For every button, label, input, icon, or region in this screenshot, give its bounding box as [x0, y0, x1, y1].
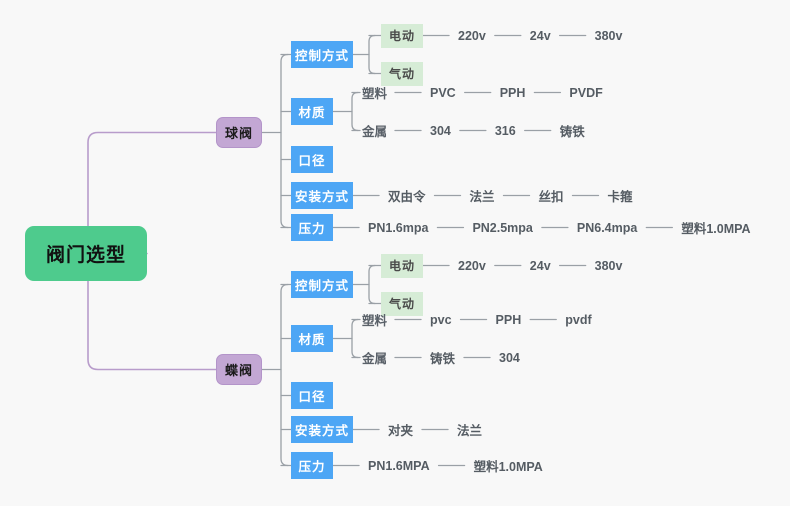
- material-node-1-2[interactable]: 金属: [362, 125, 388, 139]
- material-node-2-1[interactable]: 塑料: [362, 314, 388, 328]
- tag-node-2-1-1-label: 电动: [388, 259, 415, 273]
- leaf-2-5-1[interactable]: PN1.6MPA: [368, 458, 430, 473]
- leaf-2-1-1-3[interactable]: 380v: [594, 258, 623, 273]
- tag-node-1-1-1[interactable]: 电动: [381, 23, 423, 48]
- valve-node-1-label: 球阀: [224, 126, 253, 141]
- leaf-2-5-2[interactable]: 塑料1.0MPA: [473, 460, 543, 474]
- valve-node-2[interactable]: 蝶阀: [216, 354, 262, 385]
- leaf-1-5-2[interactable]: PN2.5mpa: [472, 220, 533, 235]
- leaf-1-2-2-2[interactable]: 316: [494, 123, 516, 138]
- category-node-2-4[interactable]: 安装方式: [291, 416, 353, 443]
- tag-node-2-1-2[interactable]: 气动: [381, 291, 423, 316]
- category-node-1-1[interactable]: 控制方式: [291, 41, 353, 68]
- leaf-1-1-1-2[interactable]: 24v: [529, 28, 551, 43]
- category-node-1-1-label: 控制方式: [294, 49, 349, 63]
- valve-node-2-label: 蝶阀: [224, 363, 253, 378]
- material-node-2-2[interactable]: 金属: [362, 352, 388, 366]
- leaf-1-4-1[interactable]: 双由令: [388, 190, 426, 204]
- category-node-1-3-label: 口径: [298, 154, 326, 168]
- leaf-1-5-3[interactable]: PN6.4mpa: [576, 220, 638, 235]
- leaf-1-4-3[interactable]: 丝扣: [538, 190, 564, 204]
- leaf-1-5-1[interactable]: PN1.6mpa: [368, 220, 429, 235]
- leaf-2-1-1-2[interactable]: 24v: [529, 258, 551, 273]
- root-node[interactable]: 阀门选型: [25, 226, 147, 281]
- category-node-2-5-label: 压力: [298, 460, 326, 474]
- tag-node-2-1-2-label: 气动: [388, 297, 415, 311]
- leaf-1-2-1-1[interactable]: PVC: [430, 85, 456, 100]
- root-node-label: 阀门选型: [45, 245, 126, 266]
- category-node-2-1[interactable]: 控制方式: [291, 271, 353, 298]
- leaf-2-2-2-1[interactable]: 铸铁: [430, 352, 456, 366]
- category-node-1-2-label: 材质: [298, 106, 326, 120]
- category-node-1-3[interactable]: 口径: [291, 146, 333, 173]
- leaf-1-2-2-3[interactable]: 铸铁: [559, 125, 585, 139]
- leaf-1-4-2[interactable]: 法兰: [469, 190, 495, 204]
- category-node-2-2[interactable]: 材质: [291, 325, 333, 352]
- leaf-2-2-2-2[interactable]: 304: [499, 350, 520, 365]
- category-node-1-4-label: 安装方式: [294, 190, 349, 204]
- leaf-1-2-1-2[interactable]: PPH: [499, 85, 526, 100]
- leaf-1-1-1-1[interactable]: 220v: [458, 28, 486, 43]
- category-node-2-1-label: 控制方式: [294, 279, 349, 293]
- leaf-1-1-1-3[interactable]: 380v: [594, 28, 623, 43]
- category-node-1-5-label: 压力: [298, 222, 326, 236]
- category-node-1-5[interactable]: 压力: [291, 214, 333, 241]
- material-node-1-1[interactable]: 塑料: [362, 87, 388, 101]
- leaf-1-2-2-1[interactable]: 304: [430, 123, 451, 138]
- category-node-1-4[interactable]: 安装方式: [291, 182, 353, 209]
- category-node-2-3-label: 口径: [298, 390, 326, 404]
- leaf-2-4-1[interactable]: 对夹: [388, 424, 414, 438]
- category-node-2-3[interactable]: 口径: [291, 382, 333, 409]
- category-node-2-5[interactable]: 压力: [291, 452, 333, 479]
- leaf-2-2-1-2[interactable]: PPH: [495, 312, 522, 327]
- category-node-2-4-label: 安装方式: [294, 424, 349, 438]
- valve-node-1[interactable]: 球阀: [216, 117, 262, 148]
- category-node-1-2[interactable]: 材质: [291, 98, 333, 125]
- tag-node-1-1-2-label: 气动: [388, 67, 415, 81]
- leaf-2-4-2[interactable]: 法兰: [457, 424, 483, 438]
- tag-node-2-1-1[interactable]: 电动: [381, 253, 423, 278]
- leaf-2-2-1-3[interactable]: pvdf: [565, 312, 592, 327]
- tag-node-1-1-2[interactable]: 气动: [381, 61, 423, 86]
- leaf-1-4-4[interactable]: 卡箍: [607, 190, 633, 204]
- category-node-2-2-label: 材质: [298, 333, 326, 347]
- leaf-2-1-1-1[interactable]: 220v: [458, 258, 486, 273]
- leaf-1-2-1-3[interactable]: PVDF: [569, 85, 603, 100]
- tag-node-1-1-1-label: 电动: [388, 29, 415, 43]
- leaf-2-2-1-1[interactable]: pvc: [430, 312, 452, 327]
- leaf-1-5-4[interactable]: 塑料1.0MPA: [681, 222, 751, 236]
